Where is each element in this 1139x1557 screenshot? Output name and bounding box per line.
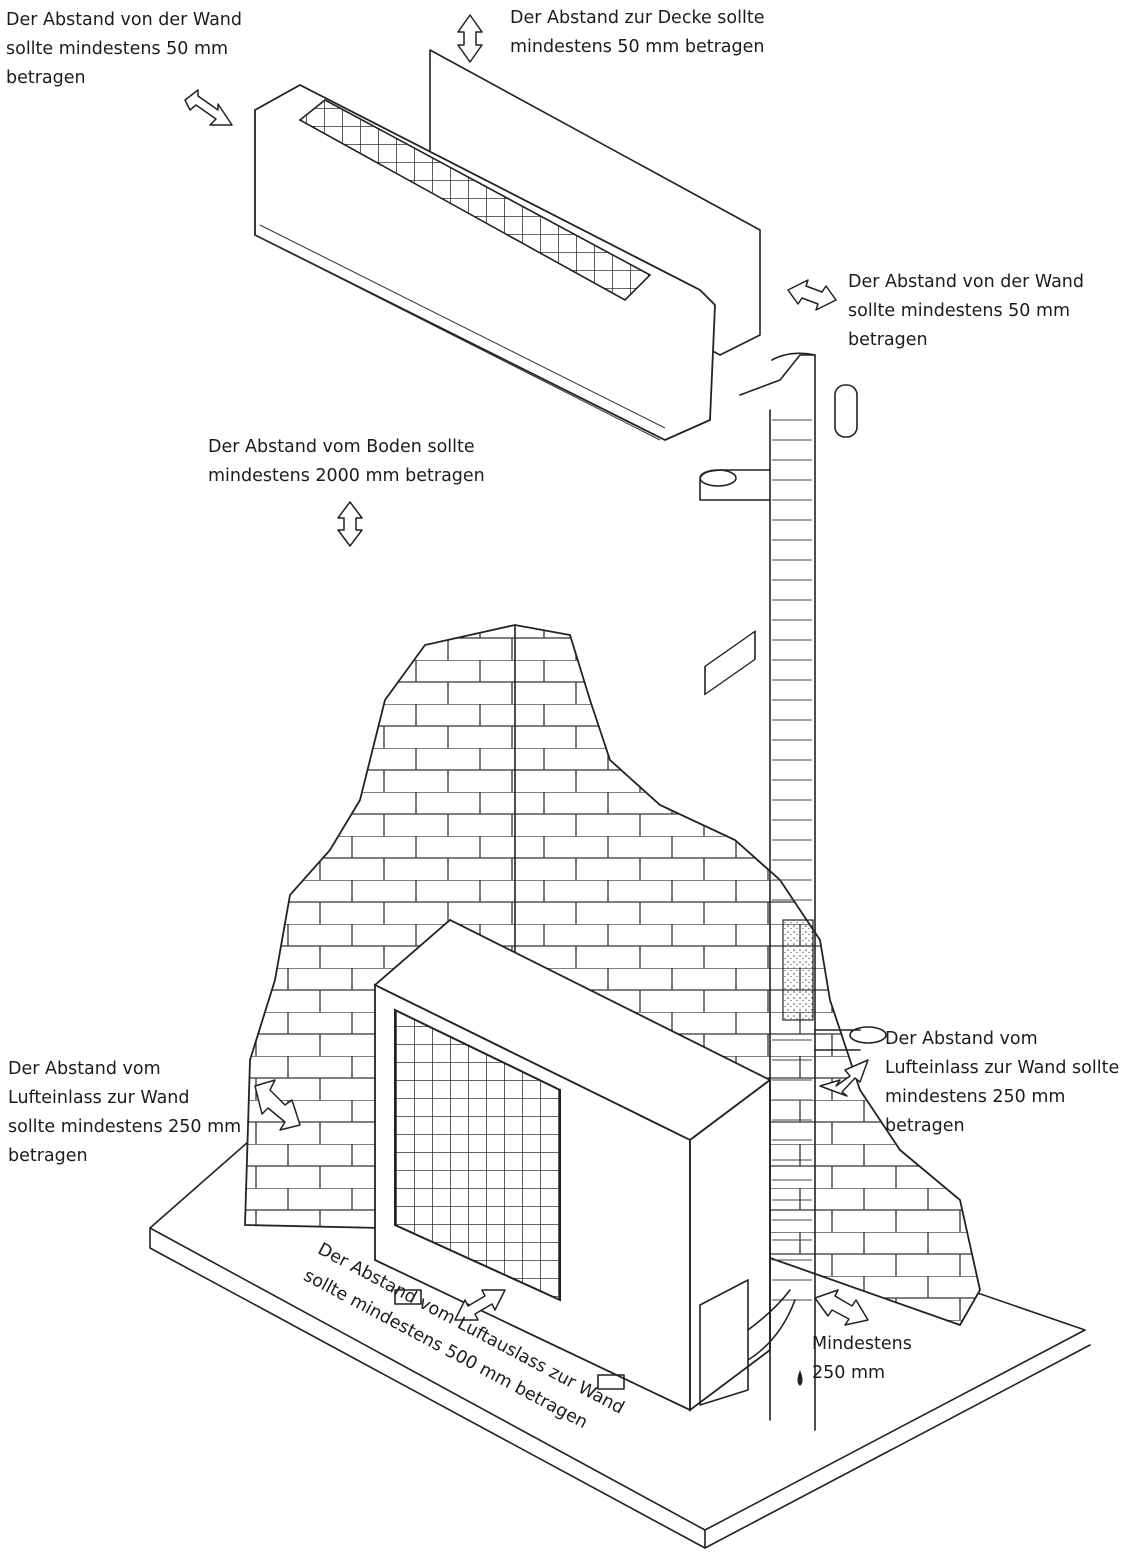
- arrow-wall-right: [787, 279, 837, 311]
- label-wall-right: Der Abstand von der Wand sollte mindeste…: [848, 272, 1085, 350]
- refrigerant-pipe: [699, 352, 887, 1431]
- arrow-inlet-right: [819, 1059, 869, 1097]
- indoor-unit: [254, 49, 858, 441]
- label-floor: Der Abstand vom Boden sollte mindestens …: [208, 437, 485, 486]
- label-wall-left: Der Abstand von der Wand sollte mindeste…: [6, 10, 243, 88]
- arrow-ceiling: [457, 14, 483, 63]
- clearance-arrows: [184, 14, 869, 1386]
- arrow-min-side: [814, 1289, 869, 1326]
- arrow-outlet: [454, 1289, 506, 1321]
- label-min-side: Mindestens 250 mm: [812, 1334, 912, 1383]
- label-inlet-left: Der Abstand vom Lufteinlass zur Wand sol…: [8, 1059, 242, 1166]
- label-inlet-right: Der Abstand vom Lufteinlass zur Wand sol…: [885, 1029, 1120, 1136]
- label-ceiling: Der Abstand zur Decke sollte mindestens …: [510, 8, 765, 57]
- arrow-wall-left: [184, 89, 233, 126]
- arrow-inlet-left: [254, 1079, 301, 1131]
- arrow-floor: [337, 501, 363, 547]
